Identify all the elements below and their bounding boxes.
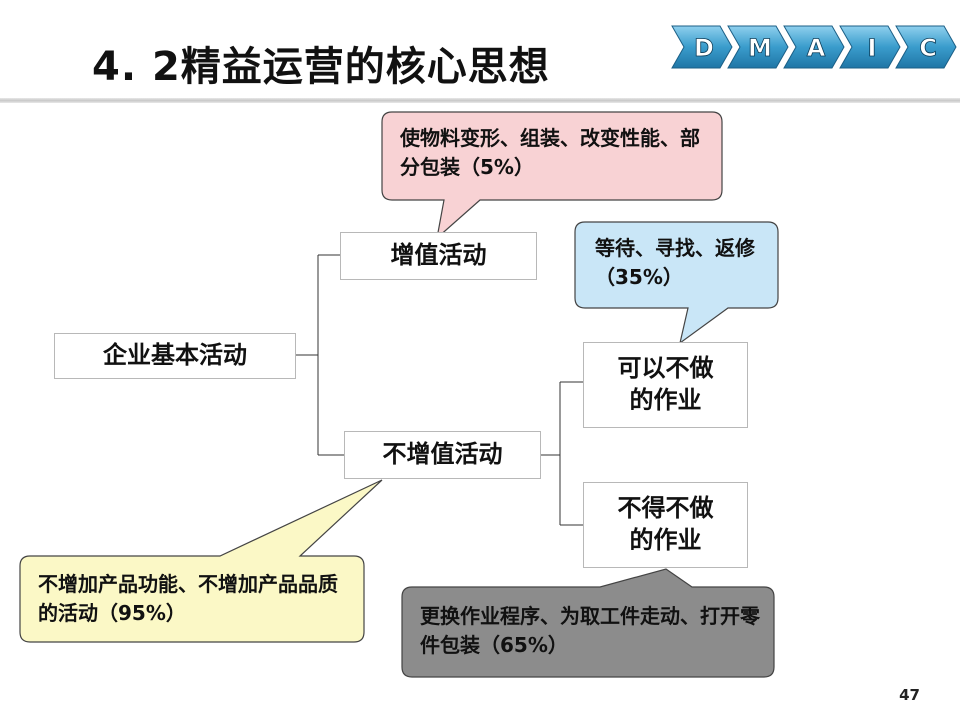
- page-title: 4. 2精益运营的核心思想: [92, 44, 550, 90]
- tree-connectors: [296, 254, 583, 526]
- callout-text-non-value-added: 不增加产品功能、不增加产品品质的活动（95%）: [38, 572, 338, 625]
- phase-label-c: C: [919, 34, 937, 62]
- node-non-value-added: 不增值活动: [344, 431, 541, 479]
- dmaic-phase-bar: D M A I C: [671, 25, 957, 69]
- callout-bubble-non-value-added: [19, 479, 383, 643]
- callout-text-must-do: 更换作业程序、为取工件走动、打开零件包装（65%）: [420, 604, 760, 657]
- node-can-avoid: 可以不做的作业: [583, 342, 748, 428]
- phase-chevron-i: I: [839, 25, 901, 69]
- title-divider: [0, 98, 960, 103]
- callout-bubble-value-added: [381, 111, 723, 240]
- callout-text-can-avoid: 等待、寻找、返修（35%）: [595, 236, 755, 289]
- phase-chevron-m: M: [727, 25, 789, 69]
- phase-label-d: D: [694, 34, 714, 62]
- phase-label-m: M: [748, 34, 772, 62]
- phase-chevron-c: C: [895, 25, 957, 69]
- phase-chevron-d: D: [671, 25, 733, 69]
- callout-text-value-added: 使物料变形、组装、改变性能、部分包装（5%）: [400, 126, 700, 179]
- page-number: 47: [899, 686, 920, 704]
- node-root-activity: 企业基本活动: [54, 333, 296, 379]
- phase-label-a: A: [807, 34, 826, 62]
- callout-bubble-must-do: [401, 568, 775, 678]
- node-must-do: 不得不做的作业: [583, 482, 748, 568]
- phase-chevron-a: A: [783, 25, 845, 69]
- callout-bubble-can-avoid: [574, 221, 779, 345]
- phase-label-i: I: [868, 34, 877, 62]
- node-value-added: 增值活动: [340, 232, 537, 280]
